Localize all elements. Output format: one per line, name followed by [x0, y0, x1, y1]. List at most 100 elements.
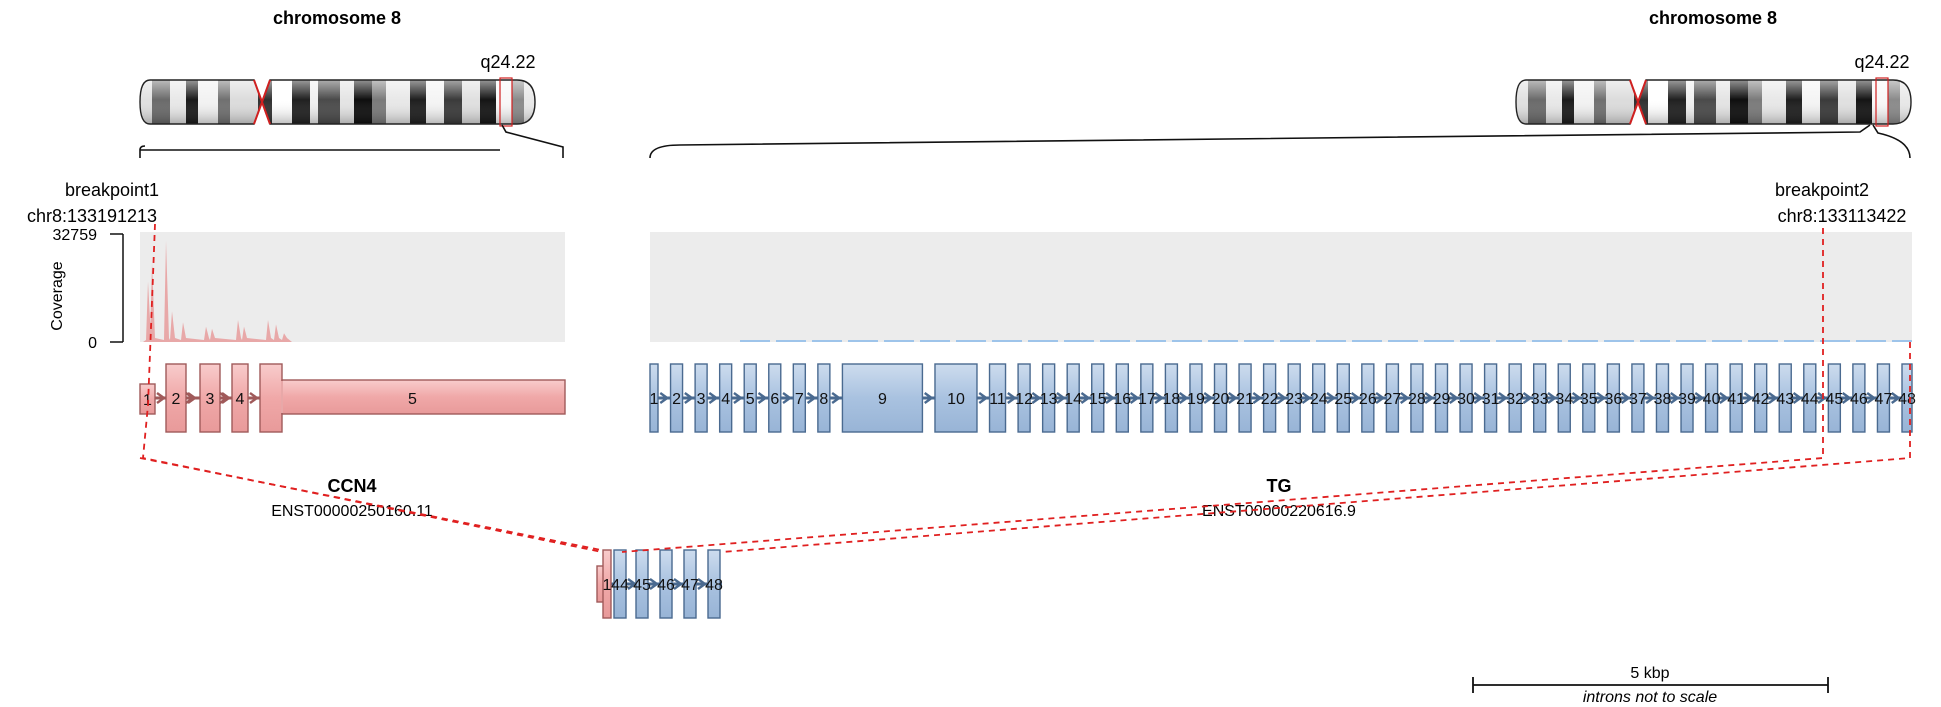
exon-number: 48: [705, 577, 723, 594]
strand-arrow: [1645, 392, 1656, 404]
exon: 45: [633, 549, 651, 619]
coverage-axis-label: Coverage: [49, 261, 66, 330]
exon-box: [707, 549, 721, 619]
strand-arrow: [1522, 392, 1533, 404]
strand-arrow: [1080, 392, 1091, 404]
exon: 3: [694, 363, 708, 433]
exon-number: 37: [1629, 391, 1647, 408]
left-transcript-id: ENST00000250160.11: [271, 503, 433, 520]
scale-bar: 5 kbp introns not to scale: [1472, 665, 1829, 706]
exon: 37: [1629, 363, 1647, 433]
exon: 44: [611, 549, 629, 619]
breakpoint1-line: [142, 223, 603, 553]
exon-number: 14: [1064, 391, 1082, 408]
exon-box: [1533, 363, 1547, 433]
exon: 26: [1359, 363, 1377, 433]
exon: 47: [1875, 363, 1892, 433]
left-zoom-bracket-left: [139, 145, 500, 158]
exon: 34: [1555, 363, 1573, 433]
strand-arrow: [1768, 392, 1779, 404]
left-gene-name: CCN4: [327, 476, 376, 496]
exon-box: [1778, 363, 1792, 433]
exon-number: 22: [1261, 391, 1279, 408]
strand-arrow: [1301, 392, 1312, 404]
exon-box: [683, 549, 697, 619]
exon-box: [613, 549, 627, 619]
exon-box: [1410, 363, 1424, 433]
exon-box: [1385, 363, 1400, 433]
right-gene-name: TG: [1267, 476, 1292, 496]
exon-box: [1803, 363, 1817, 433]
exon: 5: [743, 363, 757, 433]
exon: 42: [1752, 363, 1770, 433]
exon-number: 20: [1212, 391, 1230, 408]
exon: 35: [1580, 363, 1598, 433]
exon-number: 45: [633, 577, 651, 594]
strand-arrow: [1743, 392, 1754, 404]
exon-box: [792, 363, 807, 433]
exon-box: [1680, 363, 1694, 433]
exon: 46: [657, 549, 675, 619]
strand-arrow: [1547, 392, 1558, 404]
exon-number: 23: [1285, 391, 1303, 408]
strand-arrow: [673, 578, 684, 590]
left-chromosome-title: chromosome 8: [273, 8, 401, 28]
exon: 16: [1113, 363, 1131, 433]
strand-arrow: [831, 392, 842, 404]
exon-box: [1262, 363, 1277, 433]
exon-box: [1115, 363, 1129, 433]
strand-arrow: [924, 392, 934, 404]
strand-arrow: [978, 392, 989, 404]
strand-arrow: [1719, 392, 1729, 404]
exon-box: [1238, 363, 1252, 433]
exon-number: 32: [1506, 391, 1524, 408]
exon: 47: [681, 549, 699, 619]
strand-arrow: [1277, 392, 1287, 404]
strand-arrow: [219, 392, 230, 404]
strand-arrow: [1203, 392, 1214, 404]
exon-box: [259, 363, 283, 433]
exon-number: 7: [795, 391, 804, 408]
exon-number: 3: [206, 391, 215, 408]
exon: 32: [1506, 363, 1524, 433]
exon-number: 48: [1898, 391, 1916, 408]
breakpoint1-coord: chr8:133191213: [27, 206, 157, 226]
strand-arrow: [1031, 392, 1042, 404]
exon: 15: [1089, 363, 1107, 433]
strand-arrow: [1056, 392, 1066, 404]
strand-arrow: [1792, 392, 1803, 404]
strand-arrow: [1007, 392, 1017, 404]
exon-number: 28: [1408, 391, 1426, 408]
exon: 4: [718, 363, 733, 433]
exon: 9: [841, 363, 924, 433]
right-chrom-bands: [1516, 80, 1911, 124]
exon-box: [1459, 363, 1473, 433]
exon: 21: [1236, 363, 1254, 433]
exon: 7: [792, 363, 807, 433]
right-coverage-background: [650, 232, 1912, 342]
breakpoint-lines: [139, 223, 1911, 553]
exon: 22: [1261, 363, 1279, 433]
exon-box: [1483, 363, 1498, 433]
exon-box: [988, 363, 1007, 433]
exon-box: [1631, 363, 1645, 433]
coverage-max-label: 32759: [53, 227, 98, 244]
breakpoint2-coord: chr8:133113422: [1778, 206, 1907, 226]
exon-box: [669, 363, 684, 433]
left-chromosome-ideogram: chromosome 8 q24.22: [139, 8, 564, 158]
right-band-label: q24.22: [1854, 52, 1909, 72]
exon-box: [1508, 363, 1522, 433]
exon-box: [1091, 363, 1105, 433]
strand-arrow: [1178, 392, 1189, 404]
right-zoom-bracket-right: [1872, 124, 1911, 159]
exon-box: [1582, 363, 1596, 433]
strand-arrow: [1350, 392, 1361, 404]
exon: 27: [1383, 363, 1401, 433]
band-highlight: [499, 77, 513, 127]
exon: 1: [139, 383, 156, 415]
strand-arrow: [1424, 392, 1435, 404]
strand-arrow: [249, 392, 260, 404]
strand-arrow: [1473, 392, 1484, 404]
